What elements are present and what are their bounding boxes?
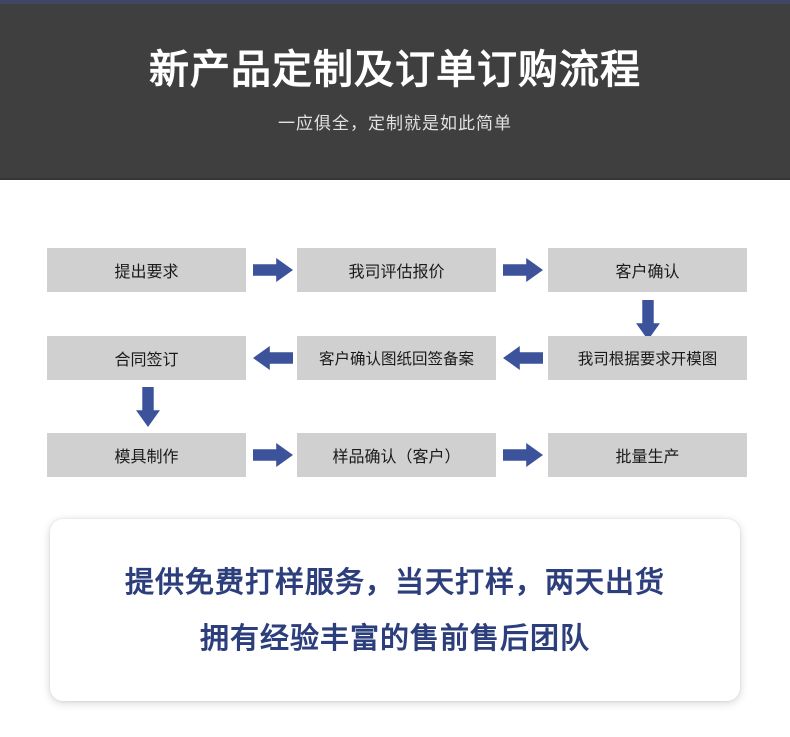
- arrow-right-icon: [253, 258, 293, 282]
- flow-node-drawing-confirm: 客户确认图纸回签备案: [297, 336, 496, 380]
- arrow-right-icon: [253, 443, 293, 467]
- arrow-right-icon: [503, 443, 543, 467]
- promo-line-1: 提供免费打样服务，当天打样，两天出货: [124, 564, 665, 599]
- flow-node-mold-making: 模具制作: [47, 433, 246, 477]
- flow-node-mold-drawing: 我司根据要求开模图: [548, 336, 747, 380]
- promo-card: 提供免费打样服务，当天打样，两天出货 拥有经验丰富的售前售后团队: [50, 519, 740, 701]
- flow-node-sample-confirm: 样品确认（客户）: [297, 433, 496, 477]
- arrow-left-icon: [503, 346, 543, 370]
- arrow-down-icon: [136, 387, 160, 427]
- arrow-left-icon: [253, 346, 293, 370]
- flow-node-request: 提出要求: [47, 248, 246, 292]
- promo-line-2: 拥有经验丰富的售前售后团队: [199, 620, 590, 655]
- page-subtitle: 一应俱全，定制就是如此简单: [278, 114, 512, 134]
- flow-node-mass-production: 批量生产: [548, 433, 747, 477]
- top-accent-strip: [0, 0, 790, 4]
- arrow-right-icon: [503, 258, 543, 282]
- arrow-down-icon: [636, 300, 660, 340]
- flow-node-contract: 合同签订: [47, 336, 246, 380]
- flow-node-customer-confirm: 客户确认: [548, 248, 747, 292]
- flow-node-quotation: 我司评估报价: [297, 248, 496, 292]
- process-flow-diagram: 提出要求 我司评估报价 客户确认 合同签订 客户确认图纸回签备案 我司根据要求开…: [0, 180, 790, 510]
- page-title: 新产品定制及订单订购流程: [149, 47, 641, 93]
- page-header: 新产品定制及订单订购流程 一应俱全，定制就是如此简单: [0, 4, 790, 180]
